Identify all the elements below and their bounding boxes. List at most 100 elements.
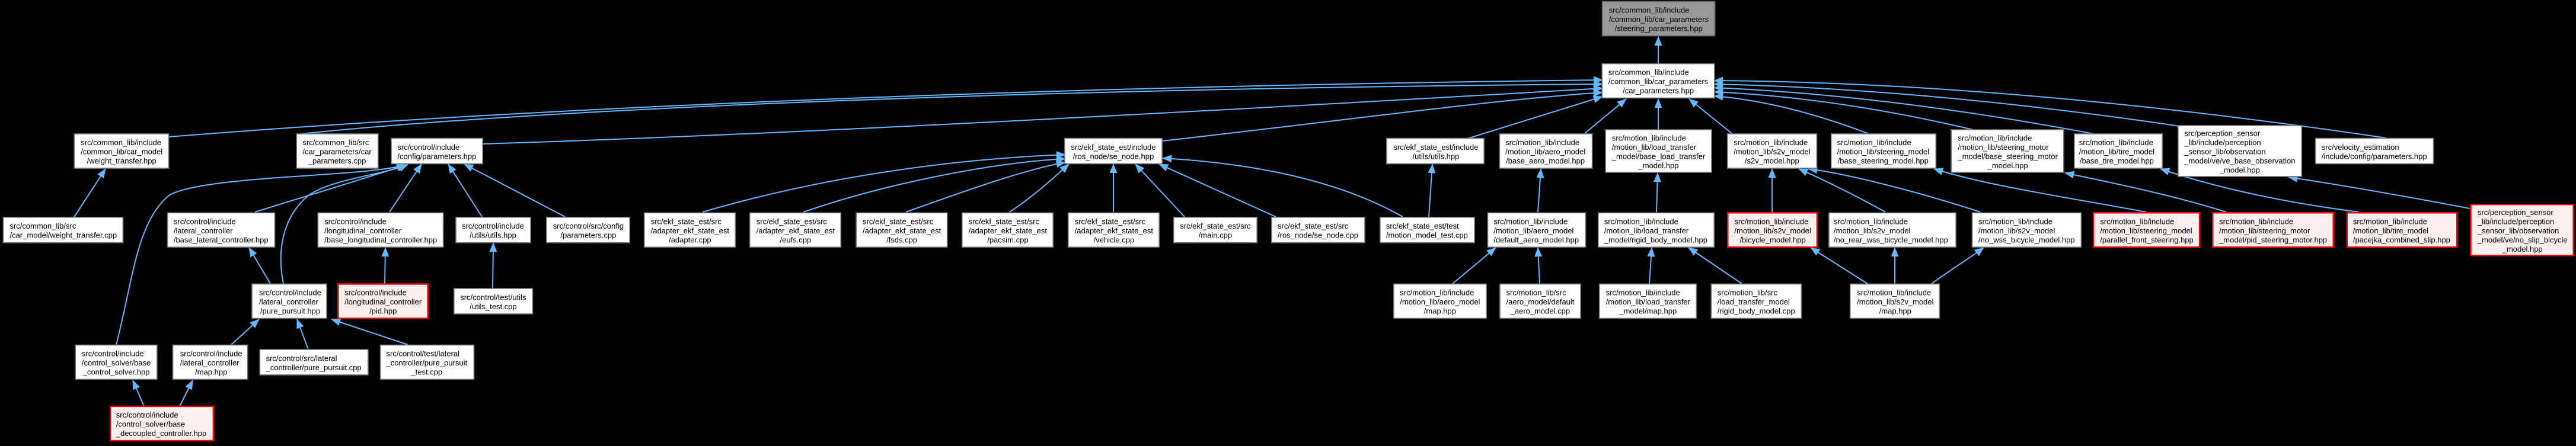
- svg-text:/motion_lib/s2v_model: /motion_lib/s2v_model: [1834, 226, 1910, 235]
- svg-text:src/control/include: src/control/include: [174, 217, 236, 226]
- svg-text:src/control/src/lateral: src/control/src/lateral: [266, 354, 337, 362]
- svg-text:/common_lib/car_parameters: /common_lib/car_parameters: [1609, 15, 1709, 24]
- svg-text:src/ekf_state_est/include: src/ekf_state_est/include: [1071, 143, 1155, 152]
- svg-text:/lateral_controller: /lateral_controller: [259, 297, 318, 306]
- svg-text:/pacejka_combined_slip.hpp: /pacejka_combined_slip.hpp: [2353, 235, 2450, 244]
- svg-text:/base_aero_model.hpp: /base_aero_model.hpp: [1506, 156, 1585, 165]
- svg-text:src/control/include: src/control/include: [397, 143, 459, 152]
- svg-text:_model/base_load_transfer: _model/base_load_transfer: [1611, 152, 1706, 161]
- svg-text:/motion_lib/steering_motor: /motion_lib/steering_motor: [2219, 226, 2310, 235]
- svg-text:/base_steering_model.hpp: /base_steering_model.hpp: [1838, 156, 1929, 165]
- svg-text:/motion_lib/s2v_model: /motion_lib/s2v_model: [1978, 226, 2055, 235]
- svg-text:src/motion_lib/include: src/motion_lib/include: [1400, 288, 1474, 297]
- svg-text:/map.hpp: /map.hpp: [195, 368, 227, 377]
- svg-text:/longitudinal_controller: /longitudinal_controller: [344, 297, 422, 306]
- svg-text:/motion_lib/s2v_model: /motion_lib/s2v_model: [1857, 297, 1933, 306]
- svg-text:_aero_model.cpp: _aero_model.cpp: [1510, 307, 1570, 316]
- svg-text:src/common_lib/src: src/common_lib/src: [9, 222, 76, 230]
- svg-text:/parameters.cpp: /parameters.cpp: [560, 231, 616, 240]
- svg-text:_model.hpp: _model.hpp: [2502, 245, 2543, 254]
- svg-text:src/ekf_state_est/src: src/ekf_state_est/src: [1278, 222, 1349, 230]
- svg-text:src/motion_lib/include: src/motion_lib/include: [1837, 138, 1911, 147]
- svg-text:/aero_model/default: /aero_model/default: [1506, 297, 1575, 306]
- svg-text:src/control/include: src/control/include: [116, 410, 178, 419]
- svg-text:/eufs.cpp: /eufs.cpp: [780, 235, 812, 244]
- svg-text:src/control/include: src/control/include: [324, 217, 387, 226]
- svg-text:src/motion_lib/src: src/motion_lib/src: [1506, 288, 1567, 297]
- svg-text:src/motion_lib/include: src/motion_lib/include: [1834, 217, 1908, 226]
- svg-text:_controller/pure_pursuit: _controller/pure_pursuit: [386, 358, 468, 367]
- svg-text:/ros_node/se_node.cpp: /ros_node/se_node.cpp: [1278, 231, 1358, 240]
- svg-text:_lib/include/perception: _lib/include/perception: [2477, 217, 2554, 226]
- svg-text:/lateral_controller: /lateral_controller: [174, 226, 233, 235]
- svg-text:/motion_lib/s2v_model: /motion_lib/s2v_model: [1734, 226, 1811, 235]
- svg-text:/motion_lib/load_transfer: /motion_lib/load_transfer: [1604, 226, 1689, 235]
- svg-text:/map.hpp: /map.hpp: [1879, 307, 1911, 316]
- svg-text:_model/ve/no_slip_bicycle: _model/ve/no_slip_bicycle: [2477, 235, 2568, 244]
- svg-text:/adapter_ekf_state_est: /adapter_ekf_state_est: [863, 226, 941, 235]
- svg-text:_control_solver.hpp: _control_solver.hpp: [82, 368, 150, 377]
- svg-text:src/control/include: src/control/include: [462, 222, 524, 230]
- svg-text:src/motion_lib/include: src/motion_lib/include: [2079, 138, 2153, 147]
- svg-text:/s2v_model.hpp: /s2v_model.hpp: [1745, 156, 1799, 165]
- svg-text:src/perception_sensor: src/perception_sensor: [2184, 129, 2261, 138]
- svg-text:src/motion_lib/include: src/motion_lib/include: [1604, 217, 1678, 226]
- svg-text:/load_transfer_model: /load_transfer_model: [1718, 297, 1790, 306]
- svg-text:/utils/utils.hpp: /utils/utils.hpp: [470, 231, 516, 240]
- svg-text:/motion_lib/tire_model: /motion_lib/tire_model: [2353, 226, 2428, 235]
- svg-text:/common_lib/car_model: /common_lib/car_model: [81, 147, 162, 156]
- svg-text:/motion_lib/aero_model: /motion_lib/aero_model: [1505, 147, 1585, 156]
- svg-text:/motion_lib/steering_model: /motion_lib/steering_model: [1837, 147, 1929, 156]
- svg-text:_model.hpp: _model.hpp: [2219, 166, 2260, 175]
- svg-text:/common_lib/car_parameters: /common_lib/car_parameters: [1608, 77, 1709, 86]
- svg-text:/motion_lib/aero_model: /motion_lib/aero_model: [1400, 297, 1480, 306]
- svg-text:/motion_lib/aero_model: /motion_lib/aero_model: [1493, 226, 1573, 235]
- svg-text:/main.cpp: /main.cpp: [1199, 231, 1232, 240]
- svg-text:src/motion_lib/include: src/motion_lib/include: [2100, 217, 2174, 226]
- svg-text:_lib/include/perception: _lib/include/perception: [2184, 138, 2261, 147]
- svg-text:src/motion_lib/include: src/motion_lib/include: [1493, 217, 1568, 226]
- svg-text:/bicycle_model.hpp: /bicycle_model.hpp: [1739, 235, 1805, 244]
- svg-text:/control_solver/base: /control_solver/base: [82, 358, 151, 367]
- svg-text:src/ekf_state_est/src: src/ekf_state_est/src: [969, 217, 1040, 226]
- svg-text:_test.cpp: _test.cpp: [410, 368, 442, 377]
- svg-text:_sensor_lib/observation: _sensor_lib/observation: [2477, 226, 2559, 235]
- svg-text:/weight_transfer.hpp: /weight_transfer.hpp: [87, 156, 157, 165]
- svg-text:_model/pid_steering_motor.hpp: _model/pid_steering_motor.hpp: [2219, 235, 2327, 244]
- svg-text:src/common_lib/src: src/common_lib/src: [302, 138, 369, 147]
- svg-text:/motion_lib/steering_motor: /motion_lib/steering_motor: [1958, 143, 2049, 152]
- svg-text:/lateral_controller: /lateral_controller: [180, 358, 240, 367]
- svg-text:/ros_node/se_node.hpp: /ros_node/se_node.hpp: [1073, 152, 1154, 161]
- svg-text:/config/parameters.hpp: /config/parameters.hpp: [397, 152, 476, 161]
- svg-text:src/control/include: src/control/include: [180, 349, 242, 358]
- svg-text:src/ekf_state_est/src: src/ekf_state_est/src: [863, 217, 934, 226]
- svg-text:_model/base_steering_motor: _model/base_steering_motor: [1957, 152, 2058, 161]
- svg-text:/pure_pursuit.hpp: /pure_pursuit.hpp: [260, 307, 320, 316]
- svg-text:/car_parameters.hpp: /car_parameters.hpp: [1623, 86, 1694, 95]
- svg-text:src/control/test/utils: src/control/test/utils: [460, 293, 526, 301]
- svg-text:/include/config/parameters.hpp: /include/config/parameters.hpp: [2322, 152, 2427, 161]
- svg-text:/base_longitudinal_controller.: /base_longitudinal_controller.hpp: [324, 235, 437, 244]
- svg-text:_sensor_lib/observation: _sensor_lib/observation: [2184, 147, 2265, 156]
- svg-text:src/control/include: src/control/include: [82, 349, 144, 358]
- svg-text:/utils/utils.hpp: /utils/utils.hpp: [1413, 152, 1460, 161]
- svg-text:src/perception_sensor: src/perception_sensor: [2478, 208, 2554, 217]
- svg-text:src/common_lib/include: src/common_lib/include: [1609, 6, 1690, 15]
- svg-text:/motion_lib/steering_model: /motion_lib/steering_model: [2100, 226, 2192, 235]
- svg-text:/no_wss_bicycle_model.hpp: /no_wss_bicycle_model.hpp: [1978, 235, 2075, 244]
- svg-text:/adapter_ekf_state_est: /adapter_ekf_state_est: [756, 226, 835, 235]
- svg-text:/fsds.cpp: /fsds.cpp: [886, 235, 917, 244]
- svg-text:src/ekf_state_est/include: src/ekf_state_est/include: [1393, 143, 1478, 152]
- svg-text:/adapter.cpp: /adapter.cpp: [669, 235, 711, 244]
- svg-text:_decoupled_controller.hpp: _decoupled_controller.hpp: [116, 429, 207, 438]
- svg-text:src/motion_lib/include: src/motion_lib/include: [1734, 138, 1808, 147]
- svg-text:_parameters.cpp: _parameters.cpp: [308, 156, 366, 165]
- svg-text:/adapter_ekf_state_est: /adapter_ekf_state_est: [969, 226, 1048, 235]
- svg-text:src/ekf_state_est/src: src/ekf_state_est/src: [651, 217, 722, 226]
- svg-text:src/motion_lib/include: src/motion_lib/include: [1978, 217, 2052, 226]
- svg-text:src/control/include: src/control/include: [259, 288, 321, 297]
- svg-text:/utils_test.cpp: /utils_test.cpp: [470, 302, 517, 311]
- svg-text:/base_tire_model.hpp: /base_tire_model.hpp: [2080, 156, 2154, 165]
- svg-text:src/control/include: src/control/include: [344, 288, 407, 297]
- svg-text:/adapter_ekf_state_est: /adapter_ekf_state_est: [651, 226, 730, 235]
